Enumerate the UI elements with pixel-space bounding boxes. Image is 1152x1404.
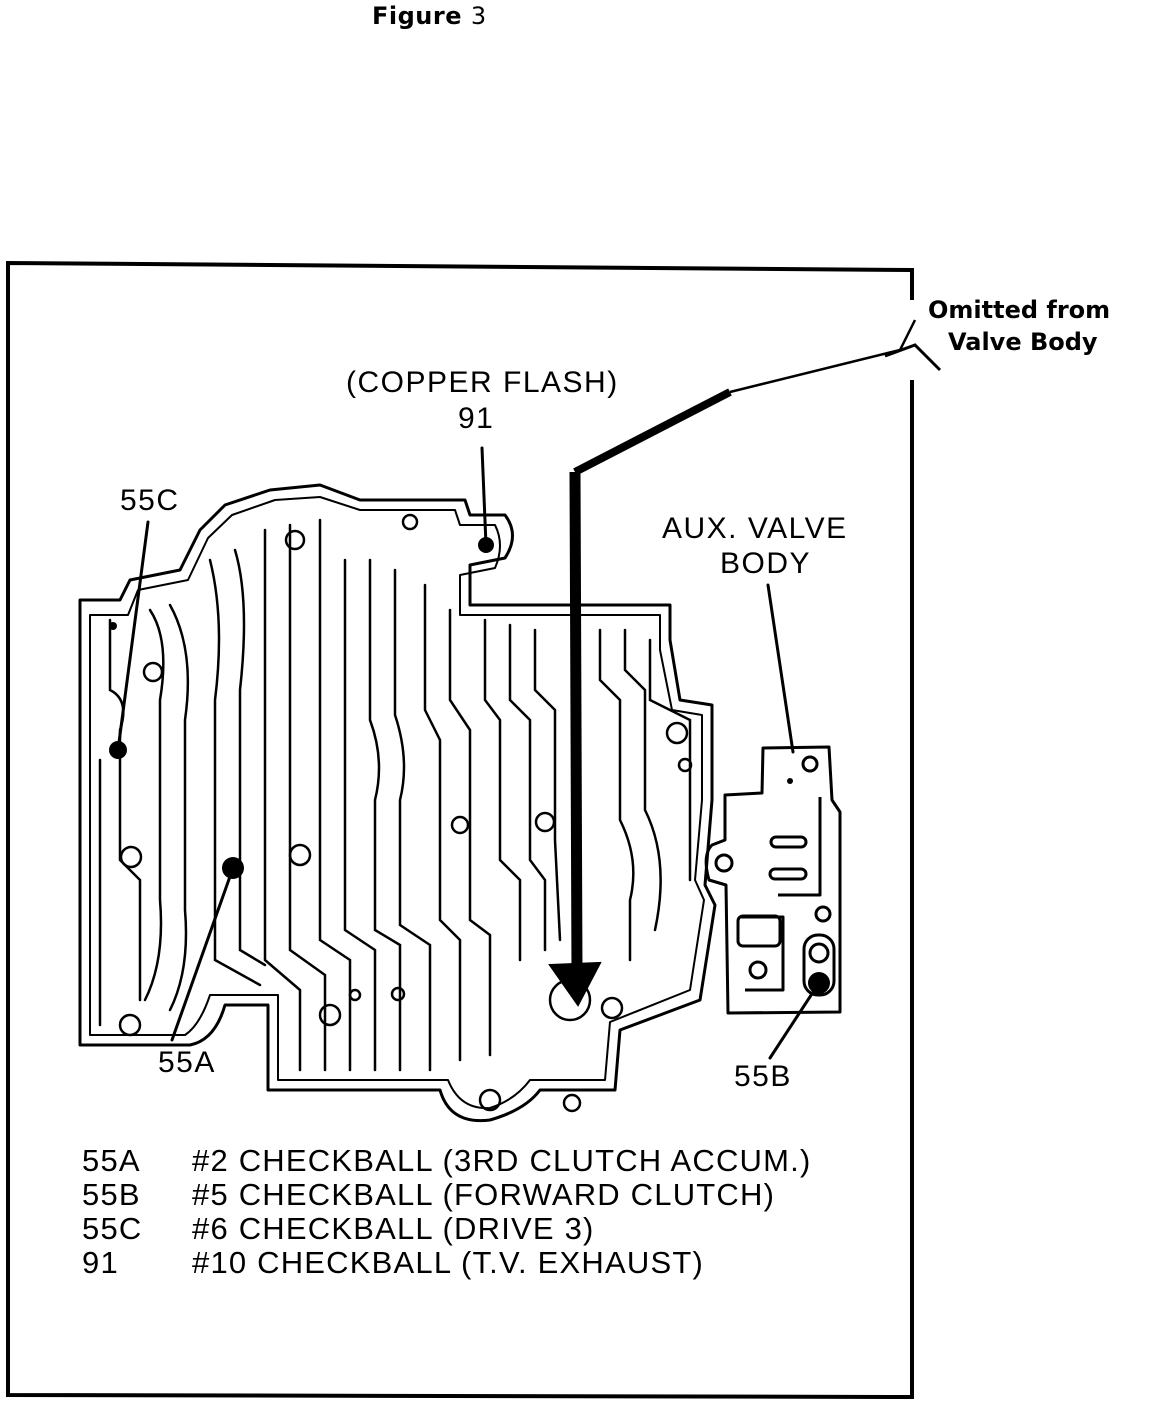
legend-code: 55B <box>82 1177 141 1212</box>
port-dot-small <box>109 622 117 630</box>
figure-frame <box>6 260 914 1400</box>
leader-lines <box>116 446 821 1060</box>
leader-55a <box>170 866 235 1042</box>
annotation-tick <box>884 343 942 372</box>
legend-code: 55A <box>82 1143 141 1178</box>
omitted-annotation: Omitted from Valve Body <box>928 294 1110 358</box>
figure-title-number: 3 <box>470 2 487 30</box>
arrow-shaft <box>569 471 583 976</box>
legend-row: 55B #5 CHECKBALL (FORWARD CLUTCH) <box>82 1178 811 1212</box>
checkball-legend: 55A #2 CHECKBALL (3RD CLUTCH ACCUM.) 55B… <box>82 1144 811 1280</box>
legend-description: #2 CHECKBALL (3RD CLUTCH ACCUM.) <box>192 1143 812 1178</box>
legend-description: #10 CHECKBALL (T.V. EXHAUST) <box>192 1245 704 1280</box>
label-aux-valve: AUX. VALVE <box>662 512 848 545</box>
label-55a: 55A <box>158 1046 216 1079</box>
legend-row: 91 #10 CHECKBALL (T.V. EXHAUST) <box>82 1246 811 1280</box>
legend-description: #6 CHECKBALL (DRIVE 3) <box>192 1211 595 1246</box>
legend-row: 55A #2 CHECKBALL (3RD CLUTCH ACCUM.) <box>82 1144 811 1178</box>
aux-valve-body <box>704 745 842 1015</box>
legend-code: 91 <box>82 1245 119 1280</box>
legend-code: 55C <box>82 1211 143 1246</box>
leader-91 <box>480 446 488 547</box>
omitted-arrow <box>548 319 942 1007</box>
leader-aux-valve-body <box>766 583 795 754</box>
label-55c: 55C <box>120 484 180 517</box>
figure-title-word: Figure <box>372 2 462 30</box>
label-55b: 55B <box>734 1060 792 1093</box>
label-copper-flash: (COPPER FLASH) <box>346 366 619 399</box>
arrow-angled-segment <box>573 388 732 476</box>
label-91: 91 <box>458 402 495 435</box>
legend-description: #5 CHECKBALL (FORWARD CLUTCH) <box>192 1177 776 1212</box>
leader-55b <box>768 981 821 1060</box>
arrow-head <box>548 961 602 1007</box>
checkball-aux-small <box>787 778 793 784</box>
omitted-annotation-line1: Omitted from <box>928 296 1111 324</box>
figure-title: Figure 3 <box>372 2 487 30</box>
label-body: BODY <box>720 547 812 580</box>
leader-55c <box>116 520 150 752</box>
main-valve-body <box>78 483 717 1123</box>
omitted-annotation-line2: Valve Body <box>948 328 1098 356</box>
legend-row: 55C #6 CHECKBALL (DRIVE 3) <box>82 1212 811 1246</box>
